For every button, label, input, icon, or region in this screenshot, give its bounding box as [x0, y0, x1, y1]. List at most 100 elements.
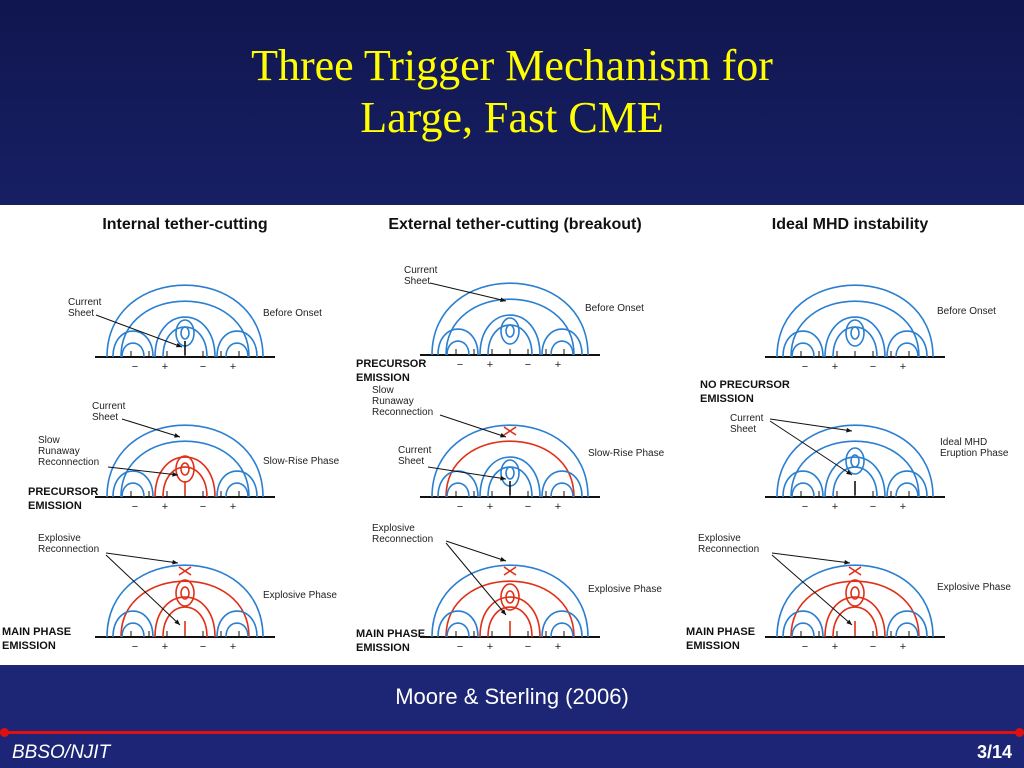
c3-eruption-outer-arcade: [776, 424, 934, 498]
c2-current-sheet-2-arrow-head: [500, 475, 506, 481]
c1-explosive-core-arcade: [154, 596, 216, 638]
c1-slowrise-polarity-sign: −: [200, 501, 206, 513]
c2-explosive-arrow-1: [445, 540, 507, 562]
c3-eruption-polarity-sign: +: [832, 501, 838, 513]
c3-before-polarity-sign: +: [900, 361, 906, 373]
title-line-2: Large, Fast CME: [360, 93, 664, 142]
c1-before-right-lobe: [216, 330, 258, 358]
c1-explosive-arrow-1-head: [172, 559, 178, 565]
c3-explosive-outer-arcade: [776, 564, 934, 638]
c2-slowrise-left-lobe-inner: [446, 482, 470, 498]
c3-before-flux-rope: [845, 319, 865, 347]
c2-slowrise-outer-arcade: [431, 424, 589, 498]
c3-before-flux-rope-core: [850, 326, 860, 340]
c2-before-left-lobe: [437, 328, 479, 356]
c1-explosive-right-lobe: [216, 610, 258, 638]
c3-eruption-polarity-sign: −: [870, 501, 876, 513]
c3-explosive-left-lobe: [782, 610, 824, 638]
c1-slow-runaway-arrow-head: [172, 472, 178, 477]
c1-slow-runaway-arrow: [107, 466, 179, 476]
c3-current-sheet-arrow-1: [769, 418, 853, 432]
c3-explosive-arrow-2: [771, 554, 853, 626]
c3-before-mid-arcade: [790, 300, 920, 358]
divider-dot-left: [0, 728, 9, 737]
slide-title: Three Trigger Mechanism for Large, Fast …: [0, 40, 1024, 144]
c2-explosive-arrow-2-head: [500, 609, 506, 615]
c2-slowrise-polarity-sign: +: [555, 501, 561, 513]
c2-slowrise-flux-rope-core: [505, 466, 515, 480]
c3-explosive-polarity-sign: +: [832, 641, 838, 653]
c3-explosive-phase-label: Explosive Phase: [937, 582, 1011, 593]
c1-before-polarity-sign: +: [230, 361, 236, 373]
c1-explosive-right-lobe-inner: [225, 622, 249, 638]
c3-eruption-polarity-sign: +: [900, 501, 906, 513]
c3-explosive-core-arcade-2: [832, 606, 878, 638]
c3-explosive-right-lobe: [886, 610, 928, 638]
c1-explosive-arrow-2: [105, 554, 181, 626]
c3-explosive-polarity-sign: −: [870, 641, 876, 653]
c1-slowrise-core-arcade: [154, 456, 216, 498]
c3-explosive-arrow-1: [771, 552, 851, 564]
c3-explosive-polarity-sign: −: [802, 641, 808, 653]
c3-before-left-lobe: [782, 330, 824, 358]
c2-slowrise-polarity-sign: −: [457, 501, 463, 513]
c2-explosive-polarity-sign: −: [457, 641, 463, 653]
c1-explosive-left-lobe-inner: [121, 622, 145, 638]
c2-before-flux-rope-core: [505, 324, 515, 338]
c1-before-outer-arcade: [106, 284, 264, 358]
c2-current-sheet-arrow-head: [500, 297, 506, 302]
c1-explosive-polarity-sign: +: [162, 641, 168, 653]
c1-explosive-left-lobe: [112, 610, 154, 638]
c1-before-polarity-sign: −: [132, 361, 138, 373]
c3-current-sheet-arrow-2: [769, 420, 853, 476]
c2-before-flux-rope: [500, 317, 520, 345]
c1-explosive-arrow-1: [105, 552, 179, 564]
c3-explosive-left-lobe-inner: [791, 622, 815, 638]
c3-before-outer-arcade: [776, 284, 934, 358]
c3-before-polarity-sign: −: [870, 361, 876, 373]
c2-slowrise-x-point: [503, 426, 517, 436]
c3-explosive-flux-rope-core: [850, 586, 860, 600]
c1-current-sheet-arrow: [95, 314, 183, 348]
c1-explosive-polarity-sign: −: [200, 641, 206, 653]
c3-before-polarity-sign: −: [802, 361, 808, 373]
c2-slowrise-right-lobe-inner: [550, 482, 574, 498]
c2-current-sheet-2-arrow: [427, 466, 507, 480]
c3-before-left-lobe-inner: [791, 342, 815, 358]
c3-eruption-right-lobe: [886, 470, 928, 498]
c2-current-sheet-arrow: [429, 282, 507, 302]
c2-before-polarity-sign: −: [457, 359, 463, 371]
c2-slowrise-left-lobe: [437, 470, 479, 498]
c3-before-right-lobe: [886, 330, 928, 358]
c2-slow-runaway-arrow-head: [500, 433, 506, 438]
c1-before-onset-label: Before Onset: [263, 308, 322, 319]
c2-explosive-core-arcade: [479, 596, 541, 638]
divider-dot-right: [1015, 728, 1024, 737]
c2-slow-rise-label: Slow-Rise Phase: [588, 448, 665, 459]
c2-explosive-left-lobe-inner: [446, 622, 470, 638]
c1-slowrise-right-lobe-inner: [225, 482, 249, 498]
c2-explosive-polarity-sign: −: [525, 641, 531, 653]
c3-eruption-flux-rope-core: [850, 454, 860, 468]
c1-slowrise-flux-rope-core: [180, 462, 190, 476]
c3-explosive-core-arcade: [824, 596, 886, 638]
c2-slowrise-core-arcade: [479, 456, 541, 498]
c1-before-left-lobe-inner: [121, 342, 145, 358]
c3-eruption-polarity-sign: −: [802, 501, 808, 513]
c3-eruption-left-lobe-inner: [791, 482, 815, 498]
c1-before-flux-rope-core: [180, 326, 190, 340]
c2-before-polarity-sign: −: [525, 359, 531, 371]
c1-explosive-flux-rope-core: [180, 586, 190, 600]
